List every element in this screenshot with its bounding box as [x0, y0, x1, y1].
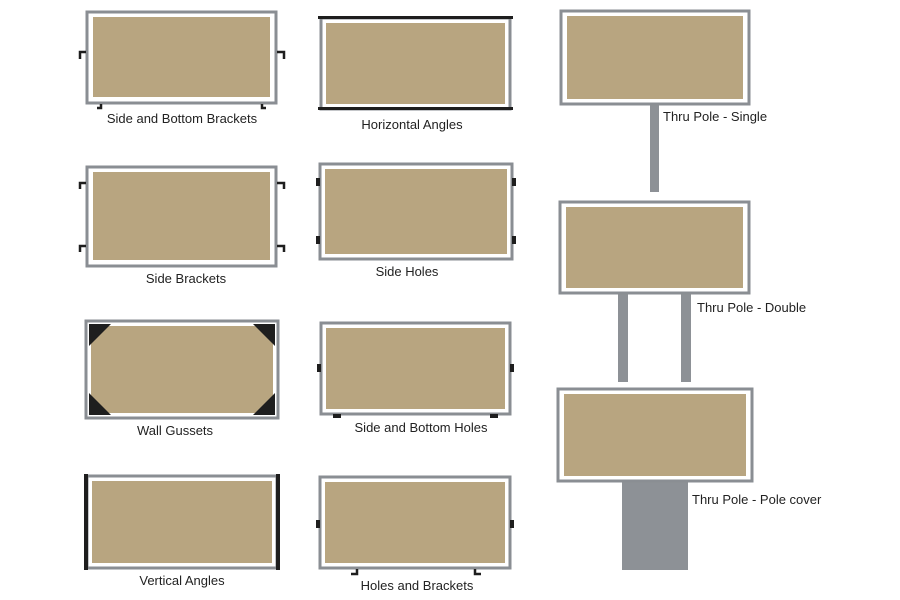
option-label: Side Holes: [376, 264, 439, 279]
sign-panel: [325, 169, 507, 254]
right-angle: [276, 474, 280, 570]
option-label: Thru Pole - Single: [663, 109, 767, 124]
option-thru-pole-single: Thru Pole - Single: [559, 9, 767, 192]
sign-panel: [325, 482, 505, 563]
bracket-hardware: [78, 50, 286, 110]
bottom-angle: [318, 107, 513, 110]
option-side-and-bottom-holes: Side and Bottom Holes: [317, 321, 514, 435]
option-side-and-bottom-brackets: Side and Bottom Brackets: [78, 10, 286, 126]
pole: [650, 104, 659, 192]
option-label: Thru Pole - Pole cover: [692, 492, 822, 507]
sign-panel: [566, 207, 743, 288]
option-label: Wall Gussets: [137, 423, 214, 438]
option-label: Side and Bottom Holes: [355, 420, 488, 435]
option-label: Horizontal Angles: [361, 117, 463, 132]
pole-left: [618, 294, 628, 382]
option-side-brackets: Side Brackets: [78, 165, 286, 286]
sign-panel: [567, 16, 743, 99]
pole-right: [681, 294, 691, 382]
sign-panel: [93, 17, 270, 97]
option-label: Side Brackets: [146, 271, 227, 286]
left-angle: [84, 474, 88, 570]
gusset-hardware: [89, 324, 275, 415]
hole-tabs: [317, 364, 514, 418]
option-side-holes: Side Holes: [316, 162, 516, 279]
bracket-hardware: [78, 181, 286, 252]
option-thru-pole-pole-cover: Thru Pole - Pole cover: [556, 387, 822, 570]
option-label: Vertical Angles: [139, 573, 225, 588]
sign-panel: [326, 23, 505, 104]
option-label: Holes and Brackets: [361, 578, 474, 593]
top-angle: [318, 16, 513, 19]
bracket-hardware: [351, 569, 481, 576]
sign-panel: [91, 326, 273, 413]
option-label: Side and Bottom Brackets: [107, 111, 258, 126]
pole-cover: [622, 481, 688, 570]
hole-tabs: [316, 178, 516, 244]
sign-panel: [92, 481, 272, 563]
hole-tabs: [316, 520, 514, 528]
option-wall-gussets: Wall Gussets: [84, 319, 280, 438]
option-holes-and-brackets: Holes and Brackets: [316, 475, 514, 593]
option-horizontal-angles: Horizontal Angles: [318, 16, 513, 132]
sign-panel: [326, 328, 505, 409]
sign-panel: [93, 172, 270, 260]
option-vertical-angles: Vertical Angles: [84, 474, 280, 588]
sign-panel: [564, 394, 746, 476]
option-thru-pole-double: Thru Pole - Double: [558, 200, 806, 382]
option-label: Thru Pole - Double: [697, 300, 806, 315]
